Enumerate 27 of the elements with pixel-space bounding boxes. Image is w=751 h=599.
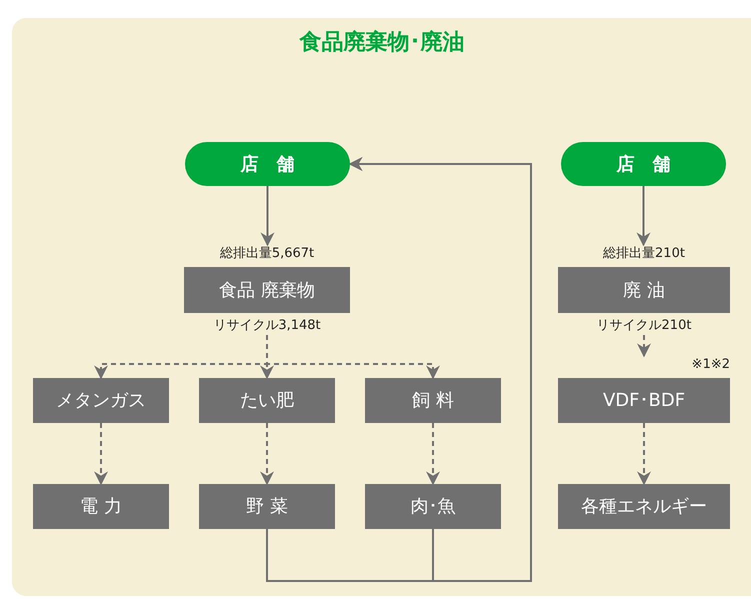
process-box: 飼 料 [365, 378, 501, 423]
arrow [266, 335, 440, 380]
process-box: 食品 廃棄物 [184, 267, 350, 313]
process-box: 電 力 [33, 484, 169, 529]
store-pill: 店 舗 [561, 142, 726, 186]
arrow [637, 335, 651, 358]
title: 食品廃棄物･廃油 [298, 28, 466, 57]
amount-label: 総排出量210t [603, 245, 685, 263]
arrow [260, 186, 274, 246]
arrow [426, 423, 440, 486]
process-box: たい肥 [199, 378, 335, 423]
process-box: メタンガス [33, 378, 169, 423]
arrow [636, 186, 650, 246]
process-box: VDF･BDF [558, 378, 730, 423]
process-box: 野 菜 [199, 484, 335, 529]
arrow [260, 423, 274, 486]
process-box: 廃 油 [558, 267, 730, 313]
amount-label: リサイクル3,148t [213, 317, 321, 335]
arrow [348, 157, 532, 582]
amount-label: 総排出量5,667t [220, 245, 314, 263]
store-pill: 店 舗 [185, 142, 350, 186]
process-box: 各種エネルギー [558, 484, 730, 529]
arrow [637, 423, 651, 486]
process-box: 肉･魚 [365, 484, 501, 529]
arrow [94, 423, 108, 486]
amount-label: ※1※2 [692, 356, 730, 374]
amount-label: リサイクル210t [596, 317, 692, 335]
